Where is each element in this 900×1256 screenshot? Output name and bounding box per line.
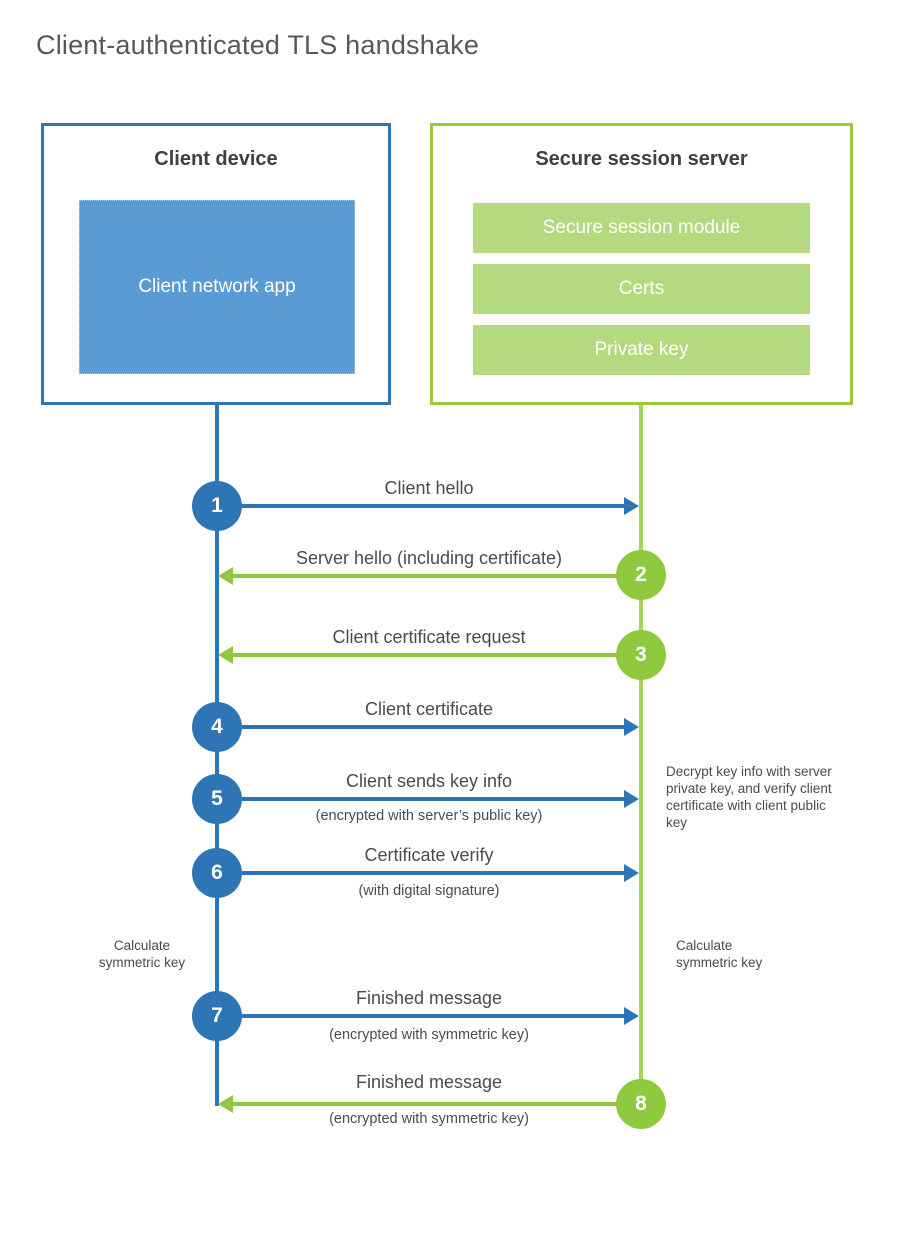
step3-label: Client certificate request — [332, 627, 526, 647]
step5-circle: 5 — [192, 774, 242, 824]
client-device-title: Client device — [154, 148, 278, 170]
step7-arrowhead-icon — [624, 1007, 639, 1025]
step5-arrow — [242, 797, 626, 801]
step6-sublabel: (with digital signature) — [358, 883, 500, 899]
step1-label: Client hello — [384, 478, 474, 498]
step1-arrow — [242, 504, 626, 508]
step2-arrowhead-icon — [218, 567, 233, 585]
step2-arrow — [233, 574, 617, 578]
step7-arrow — [242, 1014, 626, 1018]
server-module-certs: Certs — [473, 264, 810, 314]
step8-sublabel: (encrypted with symmetric key) — [329, 1111, 529, 1127]
step4-circle: 4 — [192, 702, 242, 752]
note-calculate-symmetric-key-server: Calculate symmetric key — [676, 938, 763, 970]
step8-circle: 8 — [616, 1079, 666, 1129]
step4-arrow — [242, 725, 626, 729]
step3-circle: 3 — [616, 630, 666, 680]
step3-arrow — [233, 653, 617, 657]
step7-sublabel: (encrypted with symmetric key) — [329, 1027, 529, 1043]
client-network-app-box: Client network app — [79, 200, 355, 374]
note-calculate-symmetric-key-client: Calculate symmetric key — [98, 938, 186, 970]
step2-circle: 2 — [616, 550, 666, 600]
step8-arrowhead-icon — [218, 1095, 233, 1113]
step5-sublabel: (encrypted with server’s public key) — [315, 808, 543, 824]
step7-label: Finished message — [355, 988, 503, 1008]
page-title: Client-authenticated TLS handshake — [36, 30, 480, 60]
step6-arrowhead-icon — [624, 864, 639, 882]
client-lifeline — [215, 405, 219, 1106]
step2-label: Server hello (including certificate) — [295, 548, 563, 568]
step5-label: Client sends key info — [345, 771, 513, 791]
server-module-private-key: Private key — [473, 325, 810, 375]
step1-arrowhead-icon — [624, 497, 639, 515]
step4-label: Client certificate — [364, 699, 494, 719]
client-device-box: Client device Client network app — [41, 123, 391, 405]
step6-circle: 6 — [192, 848, 242, 898]
server-module-secure-session: Secure session module — [473, 203, 810, 253]
note-decrypt-key-info: Decrypt key info with server private key… — [666, 764, 832, 830]
secure-session-server-title: Secure session server — [535, 148, 748, 170]
step6-label: Certificate verify — [364, 845, 494, 865]
step8-label: Finished message — [355, 1072, 503, 1092]
step3-arrowhead-icon — [218, 646, 233, 664]
step4-arrowhead-icon — [624, 718, 639, 736]
step7-circle: 7 — [192, 991, 242, 1041]
server-lifeline — [639, 405, 643, 1106]
step6-arrow — [242, 871, 626, 875]
step1-circle: 1 — [192, 481, 242, 531]
step8-arrow — [233, 1102, 617, 1106]
secure-session-server-box: Secure session server Secure session mod… — [430, 123, 853, 405]
step5-arrowhead-icon — [624, 790, 639, 808]
